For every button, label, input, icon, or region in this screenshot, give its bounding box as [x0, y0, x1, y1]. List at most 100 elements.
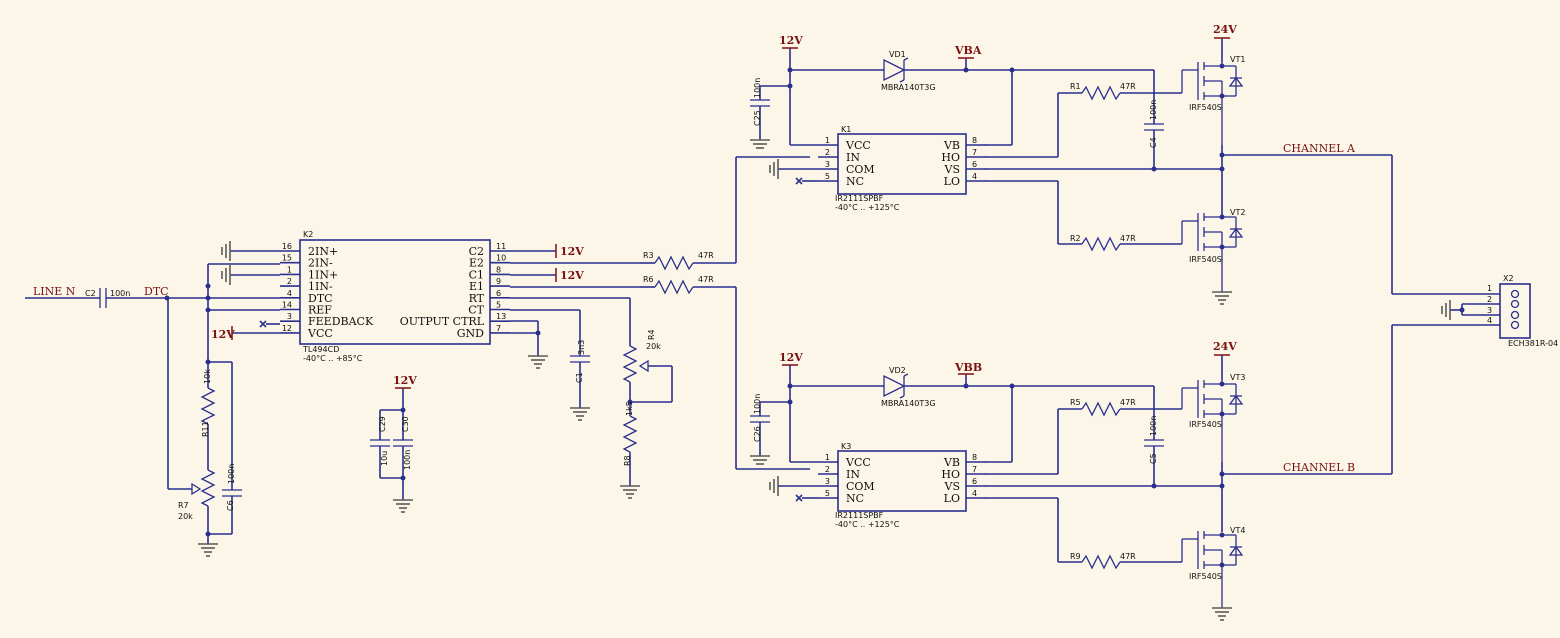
- vbb-label: VBB: [954, 361, 982, 374]
- k2-part: TL494CD: [302, 345, 339, 354]
- c5-ref: C5: [1149, 453, 1158, 464]
- r3-r6-feed: R3 47R R6 47R: [640, 156, 810, 470]
- c4-value: 100n: [1149, 100, 1158, 120]
- pin-name: C2: [469, 245, 484, 258]
- vt4-part: IRF540S: [1189, 572, 1222, 581]
- r11-value: 10k: [203, 369, 212, 384]
- pin-number: 3: [825, 160, 830, 169]
- pin-name: COM: [846, 480, 875, 493]
- pin-number: 1: [287, 265, 292, 274]
- pin-name: OUTPUT CTRL: [400, 315, 485, 328]
- pin-name: RT: [469, 292, 485, 305]
- k2-vcc-12v: 12V: [211, 328, 235, 341]
- r8-ref: R8: [623, 455, 632, 466]
- pin-name: GND: [457, 327, 484, 340]
- decoupling-caps: 12V C29 10u C30 100n: [370, 374, 417, 513]
- vd2-part: MBRA140T3G: [881, 399, 936, 408]
- pin-number: 14: [282, 301, 292, 310]
- vt1-part: IRF540S: [1189, 103, 1222, 112]
- pin-number: 7: [496, 324, 501, 333]
- pin-number: 5: [825, 172, 830, 181]
- pin-name: 1IN+: [308, 268, 338, 281]
- c2-value: 100n: [110, 289, 130, 298]
- x2-pin-1: 1: [1487, 284, 1492, 293]
- pin-number: 5: [496, 301, 501, 310]
- k1-temp: -40°C .. +125°C: [835, 203, 900, 212]
- k2-c2-12v: 12V: [560, 245, 584, 258]
- pin-name: IN: [846, 468, 860, 481]
- net-label-channel-b: CHANNEL B: [1283, 461, 1355, 474]
- pin-number: 9: [496, 277, 501, 286]
- connector-x2: 1 2 3 4 X2 ECH381R-04: [1391, 155, 1558, 474]
- c25-ref: C25: [753, 110, 762, 126]
- r3-ref: R3: [643, 251, 654, 260]
- r11-ref: R11: [201, 421, 210, 437]
- c29-ref: C29: [378, 416, 387, 432]
- pin-name: HO: [941, 151, 960, 164]
- pin-number: 6: [496, 289, 501, 298]
- c30-ref: C30: [401, 416, 410, 432]
- pin-name: NC: [846, 175, 864, 188]
- pin-name: VS: [944, 480, 960, 493]
- pin-number: 11: [496, 242, 506, 251]
- k3-part: IR2111SPBF: [835, 511, 884, 520]
- dec-12v: 12V: [393, 374, 417, 387]
- pin-name: VCC: [845, 456, 871, 469]
- pin-number: 15: [282, 254, 292, 263]
- c4-ref: C4: [1149, 137, 1158, 148]
- r4-value: 20k: [646, 342, 661, 351]
- r7-ref: R7: [178, 501, 189, 510]
- pin-number: 6: [972, 160, 977, 169]
- r9-ref: R9: [1070, 552, 1081, 561]
- x2-part: ECH381R-04: [1508, 339, 1558, 348]
- r3-value: 47R: [698, 251, 714, 260]
- top-12v: 12V: [779, 34, 803, 47]
- rt-network: R4 20k 1k5 R8: [620, 329, 673, 499]
- input-section: LINE N C2 100n DTC: [25, 285, 280, 308]
- pin-number: 16: [282, 242, 292, 251]
- bot-12v: 12V: [779, 351, 803, 364]
- vba-label: VBA: [954, 44, 982, 57]
- pin-number: 3: [825, 477, 830, 486]
- c6-value: 100n: [227, 464, 236, 484]
- r6-ref: R6: [643, 275, 654, 284]
- pin-name: 2IN+: [308, 245, 338, 258]
- r6-value: 47R: [698, 275, 714, 284]
- pin-number: 6: [972, 477, 977, 486]
- dtc-divider: 10k R11 R7 20k 100n C6: [167, 263, 280, 557]
- vd1-part: MBRA140T3G: [881, 83, 936, 92]
- pin-number: 8: [972, 136, 977, 145]
- x2-pin-4: 4: [1487, 316, 1492, 325]
- pin-name: CT: [468, 304, 484, 317]
- net-label-dtc: DTC: [144, 285, 169, 298]
- vt4-ref: VT4: [1230, 526, 1245, 535]
- pin-number: 8: [496, 265, 501, 274]
- net-label-channel-a: CHANNEL A: [1283, 142, 1356, 155]
- k1-ref: K1: [841, 125, 851, 134]
- pin-number: 2: [287, 277, 292, 286]
- c25-value: 100n: [753, 78, 762, 98]
- pin-number: 1: [825, 453, 830, 462]
- pin-number: 2: [825, 465, 830, 474]
- vt2-part: IRF540S: [1189, 255, 1222, 264]
- r9-value: 47R: [1120, 552, 1136, 561]
- pin-name: LO: [944, 492, 960, 505]
- pin-name: VCC: [307, 327, 333, 340]
- r5-ref: R5: [1070, 398, 1081, 407]
- k2-ref: K2: [303, 230, 313, 239]
- pin-name: HO: [941, 468, 960, 481]
- pin-number: 3: [287, 312, 292, 321]
- pin-number: 4: [972, 489, 977, 498]
- pin-number: 12: [282, 324, 292, 333]
- k3-temp: -40°C .. +125°C: [835, 520, 900, 529]
- k2-c1-12v: 12V: [560, 269, 584, 282]
- x2-pin-2: 2: [1487, 295, 1492, 304]
- c1-ref: C1: [575, 372, 584, 383]
- pin-number: 8: [972, 453, 977, 462]
- r2-value: 47R: [1120, 234, 1136, 243]
- pin-name: E2: [469, 257, 484, 270]
- c1-value: 3n3: [577, 340, 586, 355]
- pin-name: LO: [944, 175, 960, 188]
